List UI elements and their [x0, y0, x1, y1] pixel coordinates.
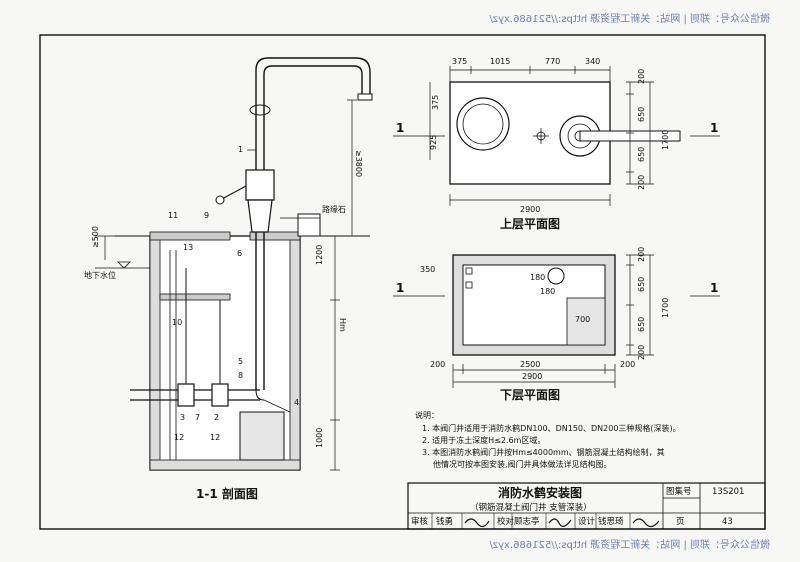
- callout-7: 7: [195, 413, 200, 422]
- title-block-subtitle: （钢筋混凝土阀门井 支管深装）: [470, 502, 592, 513]
- upper-top-dim-2: 1015: [490, 57, 510, 66]
- lower-dim-180b: 180: [540, 287, 555, 296]
- callout-3: 3: [180, 413, 185, 422]
- callout-12a: 12: [174, 433, 184, 442]
- upper-top-dim-1: 375: [452, 57, 467, 66]
- curb-label: 路缘石: [322, 204, 346, 214]
- upper-left-dim-1: 375: [431, 95, 440, 110]
- watermark-top: 微信公众号：郑则 | 网站：关新工程资源 https://521686.xyz/: [489, 12, 770, 25]
- upper-section-mark-right: 1: [710, 121, 718, 135]
- title-block-title: 消防水鹤安装图: [498, 485, 582, 500]
- section-title: 1-1 剖面图: [196, 486, 258, 501]
- upper-section-mark-left: 1: [396, 121, 404, 135]
- section-view: [95, 57, 373, 471]
- lower-bottom-dim-3: 200: [620, 360, 635, 369]
- upper-right-dim-3: 650: [637, 147, 646, 162]
- tb-review-label: 审核: [411, 516, 429, 527]
- lower-bottom-dim-2: 2500: [520, 360, 540, 369]
- callout-4: 4: [294, 398, 299, 407]
- upper-right-dim-2: 650: [637, 107, 646, 122]
- signature-reviewer: [464, 518, 490, 528]
- callout-9: 9: [204, 211, 209, 220]
- lower-bottom-total: 2900: [522, 372, 542, 381]
- lower-bottom-dim-1: 200: [430, 360, 445, 369]
- tb-checker: 顾志亭: [514, 516, 540, 527]
- depth-symbol: Hm: [338, 318, 347, 332]
- callout-6: 6: [237, 249, 242, 258]
- tb-design-label: 设计: [578, 516, 596, 527]
- atlas-number: 13S201: [712, 487, 744, 497]
- watermark-bottom: 微信公众号：郑则 | 网站：关新工程资源 https://521686.xyz/: [489, 538, 770, 551]
- upper-bottom-total: 2900: [520, 205, 540, 214]
- lower-plan-title: 下层平面图: [500, 388, 560, 402]
- lower-right-dim-4: 200: [637, 345, 646, 360]
- lower-right-dim-1: 200: [637, 247, 646, 262]
- dim-bottom: 1000: [315, 428, 324, 448]
- upper-right-dim-4: 200: [637, 175, 646, 190]
- callout-2: 2: [214, 413, 219, 422]
- lower-right-dim-2: 650: [637, 277, 646, 292]
- note-3: 3. 本图消防水鹤阀门井按Hm≤4000mm、钢筋混凝土结构绘制，其: [422, 447, 665, 457]
- lower-plan: [393, 254, 720, 388]
- upper-left-dim-2: 925: [429, 135, 438, 150]
- lower-right-total: 1700: [661, 298, 670, 318]
- lower-dim-350: 350: [420, 265, 435, 274]
- signature-checker: [548, 518, 572, 527]
- callout-12b: 12: [210, 433, 220, 442]
- groundwater-label: 地下水位: [84, 270, 116, 280]
- note-3-cont: 他情况可按本图安装,阀门井具体做法详见结构图。: [433, 459, 612, 469]
- tb-designer: 钱思琦: [598, 516, 624, 527]
- sheet-frame: [39, 34, 766, 530]
- notes-heading: 说明：: [415, 410, 439, 420]
- lower-section-mark-right: 1: [710, 281, 718, 295]
- note-1: 1. 本阀门井适用于消防水鹤DN100、DN150、DN200三种规格(深装)。: [422, 423, 681, 433]
- lower-right-dim-3: 650: [637, 317, 646, 332]
- upper-top-dim-3: 770: [545, 57, 560, 66]
- callout-13: 13: [183, 243, 193, 252]
- callout-5: 5: [238, 357, 243, 366]
- upper-plan: [393, 66, 720, 206]
- upper-top-dim-4: 340: [585, 57, 600, 66]
- upper-right-dim-1: 200: [637, 69, 646, 84]
- callout-11: 11: [168, 211, 178, 220]
- title-block: [407, 482, 766, 530]
- page-number: 43: [722, 517, 733, 527]
- callout-1: 1: [238, 145, 243, 154]
- dim-upper-depth: 1200: [315, 245, 324, 265]
- tb-check-label: 校对: [497, 516, 515, 527]
- note-2: 2. 适用于冻土深度H≤2.6m区域。: [422, 435, 545, 445]
- lower-dim-180a: 180: [530, 273, 545, 282]
- tb-reviewer: 钱勇: [436, 516, 453, 527]
- tb-page-label: 页: [676, 517, 685, 527]
- upper-right-total: 1700: [661, 130, 670, 150]
- dim-soil-cover: ≥500: [91, 226, 100, 248]
- callout-8: 8: [238, 371, 243, 380]
- callout-10: 10: [172, 318, 182, 327]
- signature-designer: [632, 518, 660, 528]
- lower-section-mark-left: 1: [396, 281, 404, 295]
- lower-dim-700: 700: [575, 315, 590, 324]
- dim-top-height: ≥3800: [354, 150, 363, 177]
- atlas-label: 图集号: [666, 486, 692, 497]
- upper-plan-title: 上层平面图: [500, 216, 560, 231]
